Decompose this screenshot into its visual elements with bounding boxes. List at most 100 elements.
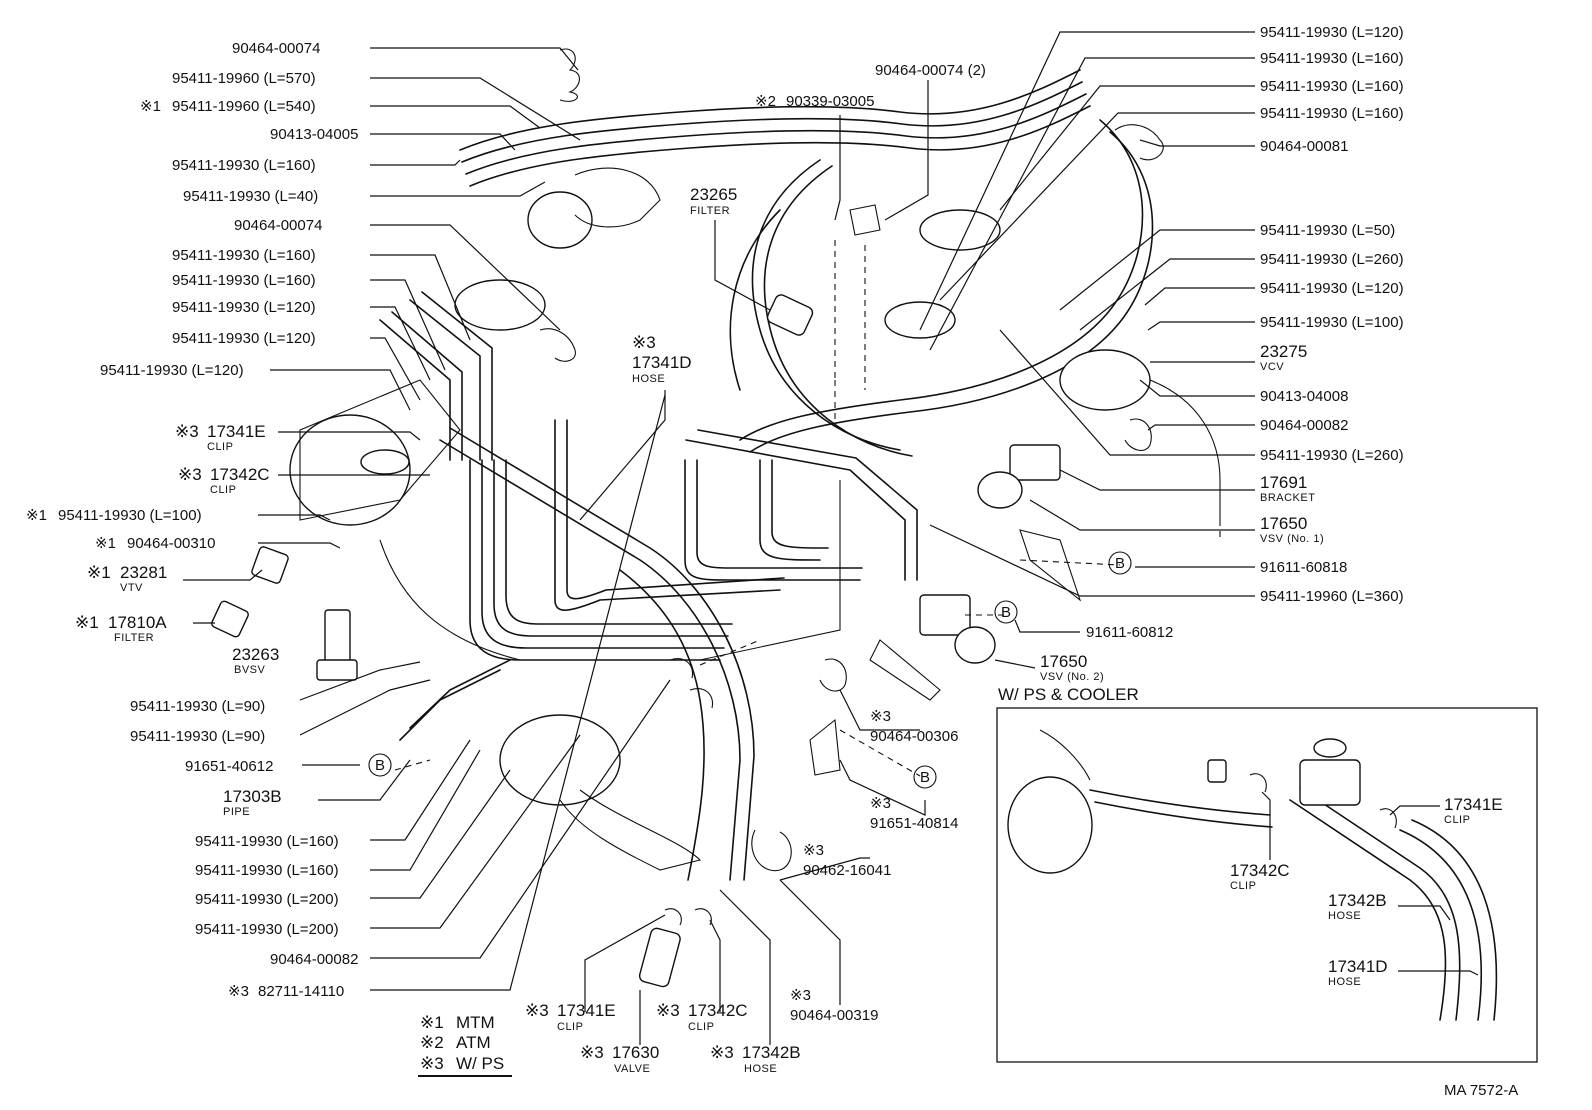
callout-label: 90464-00082 xyxy=(270,951,358,968)
callout-mark: ※3 xyxy=(525,1001,549,1020)
legend: ※1 MTM ※2 ATM ※3 W/ PS xyxy=(418,1013,512,1077)
callout-mark: ※3 xyxy=(790,987,811,1004)
callout-label: 17341D xyxy=(632,353,692,372)
callouts-top-center: ※2 90339-03005 90464-00074 (2) 23265 FIL… xyxy=(632,62,986,385)
callout-label: 17650 xyxy=(1260,514,1307,533)
callout-label: 95411-19930 (L=200) xyxy=(195,891,339,908)
ref-mark-b: B xyxy=(375,757,385,774)
inset-callout-label: 17342C xyxy=(1230,861,1290,880)
callout-label: 95411-19930 (L=120) xyxy=(100,362,244,379)
callout-mark: ※3 xyxy=(870,708,891,725)
legend-text: ATM xyxy=(456,1033,491,1052)
callout-label: 95411-19930 (L=160) xyxy=(195,833,339,850)
legend-mark: ※1 xyxy=(420,1013,444,1032)
callout-mark: ※3 xyxy=(656,1001,680,1020)
callout-label: 90464-00319 xyxy=(790,1007,878,1024)
inset-callout-label: 17342B xyxy=(1328,891,1387,910)
inset-callout-sub: HOSE xyxy=(1328,976,1361,988)
callout-label: 95411-19960 (L=540) xyxy=(172,98,316,115)
callout-mark: ※1 xyxy=(75,613,99,632)
callout-label: 17691 xyxy=(1260,473,1307,492)
callout-label: 17342B xyxy=(742,1043,801,1062)
callout-label: 95411-19930 (L=160) xyxy=(195,862,339,879)
callout-sub: VSV (No. 2) xyxy=(1040,671,1104,683)
callout-label: 90464-00082 xyxy=(1260,417,1348,434)
callout-sub: CLIP xyxy=(557,1021,583,1033)
callout-sub: HOSE xyxy=(744,1063,777,1075)
callout-label: 95411-19930 (L=40) xyxy=(183,188,318,205)
callout-label: 90464-00074 xyxy=(232,40,320,57)
callout-label: 17341E xyxy=(207,422,266,441)
callout-sub: VTV xyxy=(120,582,143,594)
callout-label: 17342C xyxy=(210,465,270,484)
callout-label: 95411-19930 (L=200) xyxy=(195,921,339,938)
callout-label: 95411-19930 (L=120) xyxy=(1260,280,1404,297)
inset-title: W/ PS & COOLER xyxy=(998,685,1139,704)
callout-label: 95411-19930 (L=160) xyxy=(172,157,316,174)
callout-label: 82711-14110 xyxy=(258,983,344,1000)
ref-mark-labels: B B B B xyxy=(375,555,1125,786)
callout-label: 95411-19930 (L=90) xyxy=(130,698,265,715)
callout-label: 95411-19960 (L=570) xyxy=(172,70,316,87)
callout-mark: ※3 xyxy=(710,1043,734,1062)
callout-label: 90464-00074 (2) xyxy=(875,62,986,79)
callout-label: 90464-00074 xyxy=(234,217,322,234)
ref-marks-b xyxy=(368,551,1132,789)
callout-mark: ※2 xyxy=(755,93,776,110)
callout-sub: CLIP xyxy=(207,441,233,453)
callout-sub: CLIP xyxy=(210,484,236,496)
callout-mark: ※3 xyxy=(175,422,199,441)
callout-label: 95411-19930 (L=100) xyxy=(58,507,202,524)
callout-sub: FILTER xyxy=(690,205,730,217)
callout-label: 90339-03005 xyxy=(786,93,874,110)
callout-label: 23281 xyxy=(120,563,167,582)
callout-label: 23263 xyxy=(232,645,279,664)
callouts-right: 95411-19930 (L=120) 95411-19930 (L=160) … xyxy=(1040,24,1404,683)
callout-label: 95411-19930 (L=100) xyxy=(1260,314,1404,331)
leader-lines xyxy=(183,31,1255,1045)
callout-mark: ※1 xyxy=(95,535,116,552)
callout-label: 90413-04005 xyxy=(270,126,358,143)
callout-sub: BVSV xyxy=(234,664,266,676)
callout-label: 95411-19930 (L=90) xyxy=(130,728,265,745)
ref-mark-b: B xyxy=(920,769,930,786)
callout-sub: HOSE xyxy=(632,373,665,385)
callout-label: 90462-16041 xyxy=(803,862,891,879)
callout-label: 17342C xyxy=(688,1001,748,1020)
callout-label: 95411-19960 (L=360) xyxy=(1260,588,1404,605)
callout-mark: ※3 xyxy=(632,333,656,352)
callout-label: 91651-40612 xyxy=(185,758,273,775)
callout-label: 23275 xyxy=(1260,342,1307,361)
callout-mark: ※3 xyxy=(870,795,891,812)
ref-mark-b: B xyxy=(1115,555,1125,572)
callout-label: 95411-19930 (L=120) xyxy=(1260,24,1404,41)
callout-label: 17650 xyxy=(1040,652,1087,671)
callout-label: 23265 xyxy=(690,185,737,204)
callout-label: 17303B xyxy=(223,787,282,806)
callout-label: 95411-19930 (L=160) xyxy=(172,272,316,289)
callout-label: 95411-19930 (L=160) xyxy=(1260,50,1404,67)
callout-label: 90464-00306 xyxy=(870,728,958,745)
callout-sub: VALVE xyxy=(614,1063,650,1075)
callout-label: 95411-19930 (L=120) xyxy=(172,330,316,347)
inset-frame xyxy=(996,707,1538,1063)
callout-sub: PIPE xyxy=(223,806,250,818)
legend-text: MTM xyxy=(456,1013,495,1032)
inset-callout-sub: CLIP xyxy=(1230,880,1256,892)
callout-label: 17341E xyxy=(557,1001,616,1020)
callout-sub: CLIP xyxy=(688,1021,714,1033)
engine-line-art xyxy=(211,48,1221,988)
callout-label: 90413-04008 xyxy=(1260,388,1348,405)
inset-ps-cooler: W/ PS & COOLER 17341E CLIP 17342C CLIP 1… xyxy=(996,685,1538,1063)
inset-callout-sub: CLIP xyxy=(1444,814,1470,826)
callout-label: 17810A xyxy=(108,613,167,632)
callout-mark: ※3 xyxy=(580,1043,604,1062)
callout-label: 95411-19930 (L=260) xyxy=(1260,447,1404,464)
callout-label: 91611-60818 xyxy=(1260,559,1347,576)
callout-mark: ※3 xyxy=(178,465,202,484)
callout-sub: VSV (No. 1) xyxy=(1260,533,1324,545)
callout-label: 95411-19930 (L=160) xyxy=(172,247,316,264)
callout-mark: ※3 xyxy=(228,983,249,1000)
callout-label: 17630 xyxy=(612,1043,659,1062)
